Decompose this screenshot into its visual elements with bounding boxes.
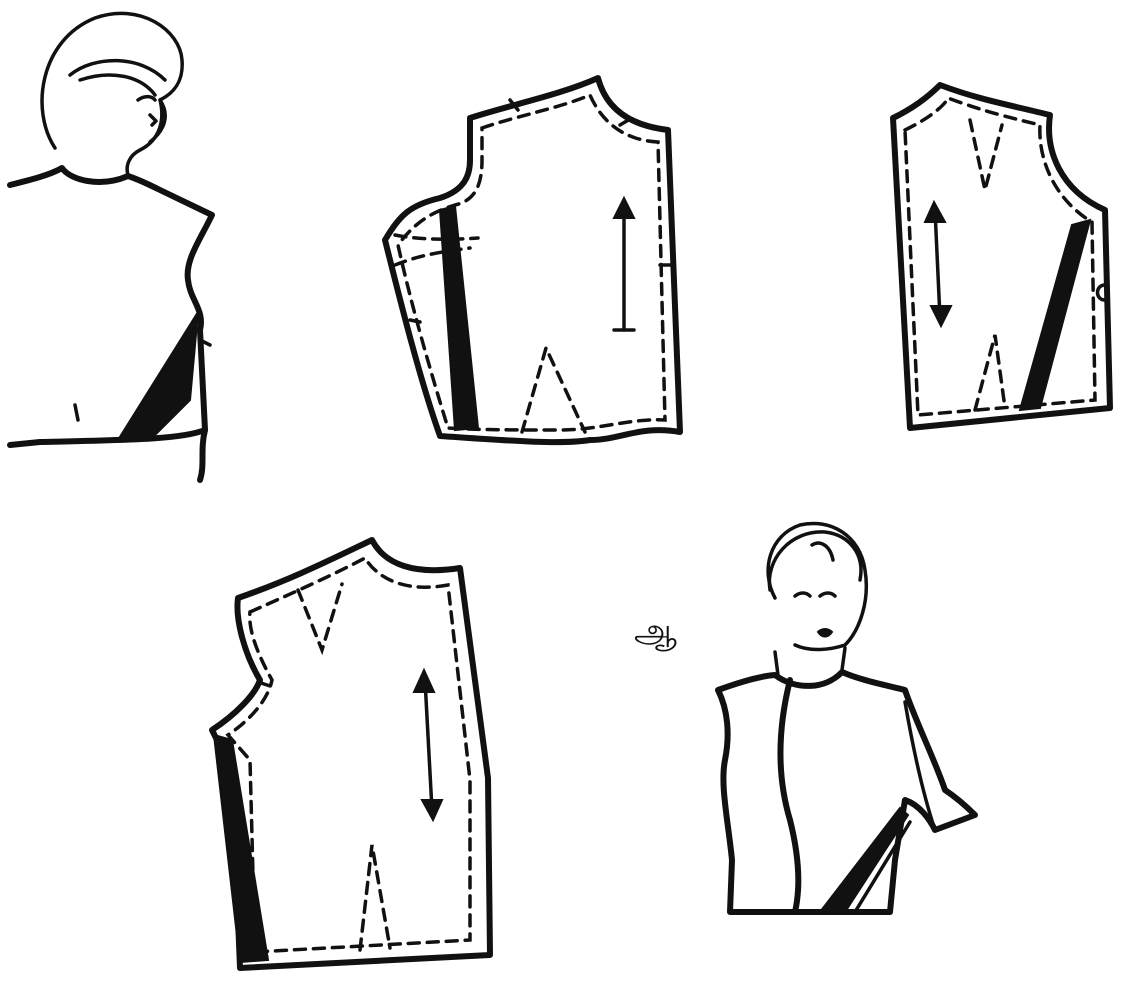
woman-figure-side-view (10, 13, 212, 480)
insert-panel-left (118, 312, 198, 440)
modified-bodice-pattern (212, 540, 490, 968)
woman-figure-front-view (718, 523, 975, 912)
front-bodice-pattern (385, 78, 680, 442)
side-insert-modified (214, 735, 268, 962)
figure-label: ஆ (634, 614, 677, 648)
back-bodice-pattern (893, 85, 1110, 428)
side-insert-back (1020, 220, 1090, 410)
